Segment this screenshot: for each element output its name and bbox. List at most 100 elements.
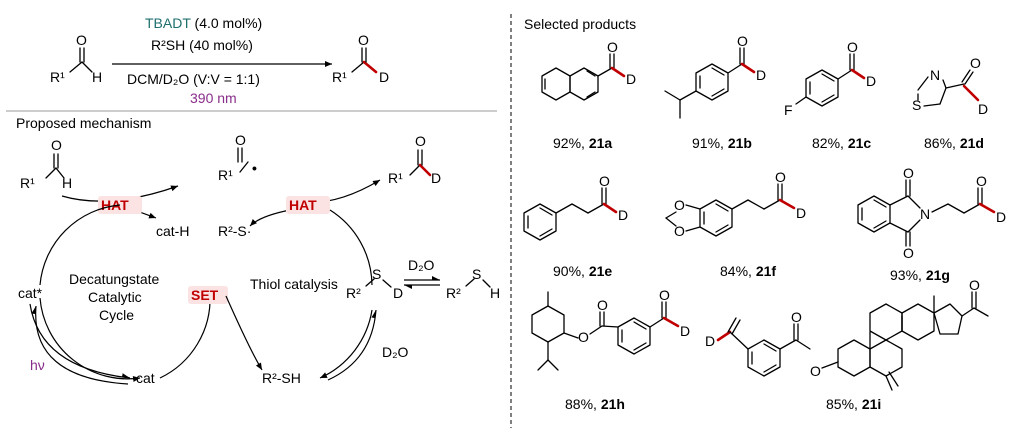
21h-o1: O bbox=[578, 329, 589, 345]
21g-n: N bbox=[920, 206, 930, 222]
products-title: Selected products bbox=[524, 16, 636, 32]
hv-label: hν bbox=[30, 357, 45, 373]
21h-o2: O bbox=[597, 297, 608, 313]
21d-s: S bbox=[912, 97, 921, 113]
cond-solvent: DCM/D₂O (V:V = 1:1) bbox=[127, 71, 260, 87]
cat-h-label: cat-H bbox=[156, 223, 189, 239]
mech-acyl-radical: O R¹ • bbox=[218, 132, 257, 183]
product-21f: O O O D bbox=[665, 169, 806, 239]
yield-21b: 91%, 21b bbox=[692, 135, 752, 151]
21d-o: O bbox=[970, 55, 981, 71]
yield-21i: 85%, 21i bbox=[826, 396, 881, 412]
21i-d: D bbox=[705, 333, 715, 349]
21b-d: D bbox=[756, 67, 766, 83]
21g-o3: O bbox=[976, 173, 987, 189]
21c-d: D bbox=[866, 73, 876, 89]
mech-aldehyde-o: O bbox=[51, 137, 62, 153]
reactant-aldehyde: O R¹ H bbox=[50, 32, 102, 85]
thiol-d: R² S D bbox=[346, 266, 403, 301]
21h-o3: O bbox=[659, 287, 670, 303]
mech-acyl-dot: • bbox=[252, 160, 257, 176]
yield-21g: 93%, 21g bbox=[890, 267, 950, 283]
set-label: SET bbox=[191, 287, 219, 303]
21f-o2: O bbox=[674, 223, 685, 239]
thiol-h-h: H bbox=[490, 285, 500, 301]
thiol-h-r2: R² bbox=[446, 285, 461, 301]
21e-o: O bbox=[599, 173, 610, 189]
yield-21c: 82%, 21c bbox=[812, 135, 871, 151]
mech-acyl-o: O bbox=[235, 132, 246, 148]
reactant-r1: R¹ bbox=[50, 69, 65, 85]
yield-21f: 84%, 21f bbox=[720, 263, 776, 279]
product-r1: R¹ bbox=[332, 69, 347, 85]
cycle-label-1: Decatungstate bbox=[69, 271, 159, 287]
d2o-bottom: D₂O bbox=[382, 344, 409, 360]
21f-d: D bbox=[796, 205, 806, 221]
thiol-arc-upper bbox=[329, 209, 373, 286]
product-21g: O O N O D bbox=[857, 165, 1006, 261]
21a-o: O bbox=[607, 39, 618, 55]
mech-aldehyde: O R¹ H bbox=[20, 137, 72, 191]
product-21c: F O D bbox=[784, 39, 876, 118]
thiol-d2o-arrow bbox=[327, 309, 377, 381]
thiol-d-r2: R² bbox=[346, 285, 361, 301]
thiol-d-d: D bbox=[393, 285, 403, 301]
mech-acyl-r: R¹ bbox=[218, 167, 233, 183]
product-21a: O D bbox=[541, 39, 636, 101]
cond-light: 390 nm bbox=[190, 90, 237, 106]
set-badge-bg bbox=[188, 286, 228, 304]
21i-o2: O bbox=[810, 363, 821, 379]
21d-d: D bbox=[978, 101, 988, 117]
reaction-scheme: O R¹ H TBADT (4.0 mol%) R²SH (40 mol%) D… bbox=[50, 15, 389, 106]
thiol-d-s: S bbox=[372, 266, 381, 282]
product-d: D bbox=[379, 69, 389, 85]
thiol-h-s: S bbox=[472, 266, 481, 282]
product-o: O bbox=[358, 32, 369, 48]
hat2-badge-bg bbox=[286, 196, 330, 214]
decatungstate-arc-lower bbox=[39, 297, 141, 382]
hv-arrow-forward bbox=[29, 303, 131, 379]
21d-n: N bbox=[930, 67, 940, 83]
hat2-thiyl-arrow bbox=[249, 209, 291, 227]
hat2-label: HAT bbox=[289, 197, 317, 213]
yield-21h: 88%, 21h bbox=[565, 396, 625, 412]
cycle-label-3: Cycle bbox=[99, 307, 134, 323]
thiyl-radical: R²-S· bbox=[218, 223, 251, 239]
reactant-h: H bbox=[92, 69, 102, 85]
21g-d: D bbox=[996, 209, 1006, 225]
product-21e: O D bbox=[523, 173, 628, 241]
21f-o1: O bbox=[674, 197, 685, 213]
mech-aldehyde-h: H bbox=[62, 175, 72, 191]
mech-product-o: O bbox=[415, 133, 426, 149]
mech-product-r: R¹ bbox=[388, 170, 403, 186]
mechanism: Proposed mechanism O R¹ H O R¹ • O bbox=[16, 115, 500, 386]
21h-d: D bbox=[680, 323, 690, 339]
mechanism-title: Proposed mechanism bbox=[16, 115, 151, 131]
thiol-h: R² S H bbox=[446, 266, 500, 301]
product-21i: D O O bbox=[705, 277, 989, 391]
21g-o1: O bbox=[903, 165, 914, 181]
cat-star-label: cat* bbox=[18, 285, 43, 301]
21f-o3: O bbox=[775, 169, 786, 185]
cycle-label-2: Catalytic bbox=[88, 289, 142, 305]
set-arrow bbox=[225, 295, 263, 371]
yield-21e: 90%, 21e bbox=[553, 263, 612, 279]
decatungstate-arc-right bbox=[159, 294, 211, 379]
product-aldehyde: O R¹ D bbox=[332, 32, 389, 85]
cat-label: cat bbox=[136, 370, 155, 386]
21c-o: O bbox=[847, 39, 858, 55]
cond-thiol: R²SH (40 mol%) bbox=[151, 37, 253, 53]
mech-product: O R¹ D bbox=[388, 133, 441, 186]
cond-tbadt: TBADT (4.0 mol%) bbox=[145, 15, 262, 31]
21i-o1: O bbox=[791, 309, 802, 325]
yield-21d: 86%, 21d bbox=[924, 135, 984, 151]
21e-d: D bbox=[618, 207, 628, 223]
mech-product-d: D bbox=[431, 170, 441, 186]
reactant-o: O bbox=[76, 32, 87, 48]
products-panel: Selected products O D 92%, 21a bbox=[523, 16, 1006, 412]
yield-21a: 92%, 21a bbox=[553, 135, 612, 151]
21a-d: D bbox=[626, 71, 636, 87]
21g-o2: O bbox=[903, 245, 914, 261]
